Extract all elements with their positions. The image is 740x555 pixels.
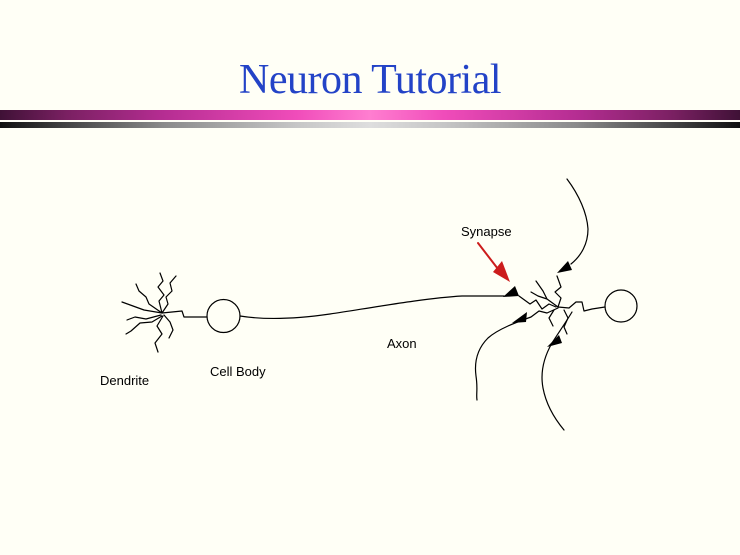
axon-terminal-arrowhead-icon [503, 286, 519, 297]
divider-bar-pink [0, 110, 740, 120]
dendrite-branches [121, 272, 177, 353]
axon-branch-bottom [541, 311, 573, 431]
synapse-arrow-shaft [477, 242, 499, 270]
dendrite-to-soma-link [161, 310, 208, 318]
axon-terminal-to-synapse-path [518, 295, 557, 310]
synapse-dendrite-branches [530, 275, 569, 335]
incoming-axon-top-arrowhead-icon [557, 261, 572, 273]
postsynaptic-neuron [530, 275, 638, 335]
label-cell-body: Cell Body [210, 364, 266, 379]
label-dendrite: Dendrite [100, 373, 150, 388]
synapse-pointer [477, 242, 510, 282]
incoming-axon-top [566, 178, 589, 265]
presynaptic-neuron [121, 272, 557, 353]
synapse-arrow-icon [493, 261, 510, 282]
dendrite-to-soma-link [557, 301, 606, 312]
target-cell-body-circle [604, 289, 638, 323]
page-title: Neuron Tutorial [238, 57, 502, 103]
divider-bar-gray [0, 122, 740, 128]
axon-branch-bottom-arrowhead-icon [547, 335, 562, 347]
axon-path [239, 295, 505, 320]
axon-branch-lower-left-arrowhead-icon [512, 312, 527, 323]
incoming-axons [474, 178, 589, 431]
cell-body-circle [206, 298, 241, 334]
label-axon: Axon [387, 336, 417, 351]
label-synapse: Synapse [461, 224, 512, 239]
